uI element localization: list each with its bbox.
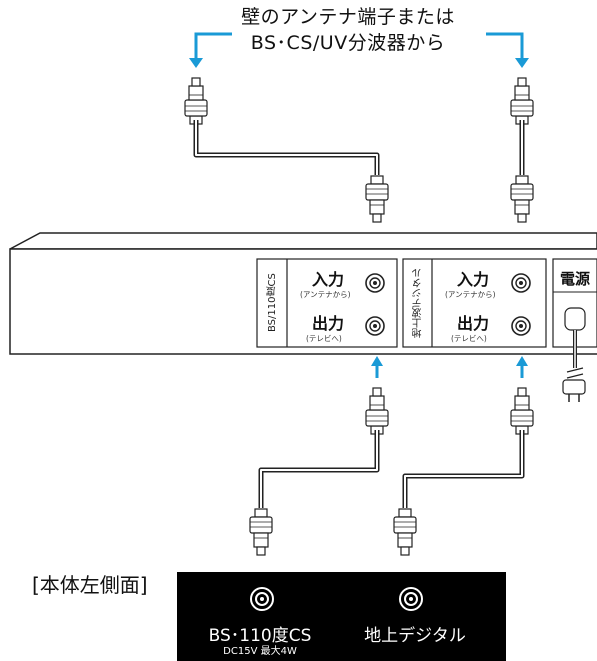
terrestrial-input-sublabel: (アンテナから) [445, 290, 496, 299]
terrestrial-digital-label: 地上波デジタル [413, 268, 424, 338]
caption-line-1: 壁のアンテナ端子または [241, 6, 455, 28]
bs-110cs-label: BS/110度CS [267, 273, 278, 333]
plug-side-terrestrial [393, 508, 417, 556]
side-panel [177, 572, 506, 661]
jack-bs-output [365, 316, 385, 336]
bs-input-label: 入力 [312, 270, 345, 289]
side-bs-power-spec: DC15V 最大4W [223, 646, 297, 657]
plug-terrestrial-input [510, 175, 534, 223]
cable-top-left [193, 120, 380, 175]
top-arrow-left [189, 32, 232, 68]
bs-input-sublabel: (アンテナから) [300, 290, 351, 299]
terrestrial-input-label: 入力 [457, 270, 490, 289]
plug-bs-output [365, 387, 389, 435]
connection-caption: 壁のアンテナ端子または BS･CS/UV分波器から [218, 4, 478, 56]
side-view-title: [本体左側面] [32, 573, 148, 597]
jack-bs-input [365, 273, 385, 293]
side-jack-bs [250, 587, 274, 611]
bs-output-sublabel: (テレビへ) [306, 334, 342, 343]
jack-terrestrial-input [511, 273, 531, 293]
power-label: 電源 [559, 270, 590, 288]
top-right-plug [510, 77, 534, 125]
caption-line-2: BS･CS/UV分波器から [250, 32, 446, 54]
plug-bs-input [365, 175, 389, 223]
cable-bottom-right [402, 430, 525, 508]
terrestrial-output-label: 出力 [457, 314, 490, 333]
top-arrow-right [486, 32, 529, 68]
power-cord [562, 330, 586, 402]
plug-side-bs [249, 508, 273, 556]
top-left-plug [184, 77, 208, 125]
plug-terrestrial-output [510, 387, 534, 435]
bs-output-label: 出力 [312, 314, 345, 333]
side-terrestrial-label: 地上デジタル [364, 626, 466, 646]
terrestrial-output-sublabel: (テレビへ) [451, 334, 487, 343]
side-bs-label: BS･110度CS [208, 626, 312, 646]
side-jack-terrestrial [399, 587, 423, 611]
jack-terrestrial-output [511, 316, 531, 336]
